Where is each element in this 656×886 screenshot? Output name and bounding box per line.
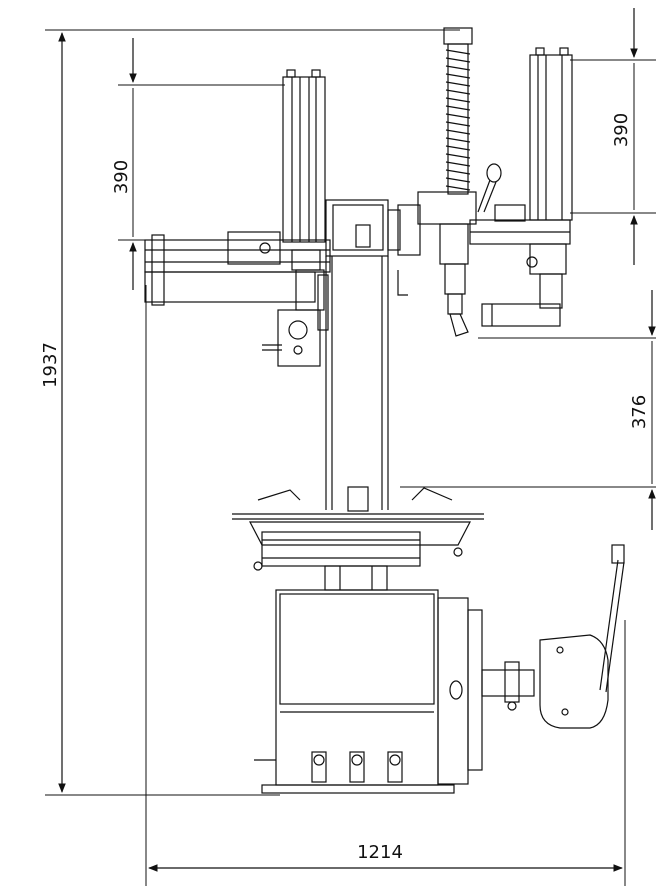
lock-lever — [477, 163, 502, 213]
machine-outline — [144, 27, 625, 794]
dimension-overall-width: 1214 — [145, 285, 626, 886]
overall-width-label: 1214 — [357, 842, 403, 863]
right-press-tool — [481, 243, 567, 327]
left-horizontal-arm — [144, 231, 331, 311]
mount-head — [387, 191, 477, 337]
right-assist-cylinder — [529, 47, 573, 221]
right-horizontal-arm — [469, 204, 571, 245]
right-arm-travel-label: 390 — [611, 113, 632, 147]
dimension-overall-height: 1937 — [40, 29, 460, 796]
tool-clearance-label: 376 — [629, 395, 650, 429]
left-press-tool — [262, 274, 329, 367]
turntable — [232, 486, 484, 571]
foot-pedals — [311, 751, 403, 783]
overall-height-label: 1937 — [40, 342, 61, 388]
turntable-base — [324, 565, 388, 591]
dimension-left-arm-travel: 390 — [111, 38, 285, 290]
left-assist-cylinder — [282, 69, 326, 243]
helper-spring — [443, 27, 473, 195]
dimension-right-arm-travel: 390 — [570, 8, 656, 265]
main-cabinet — [254, 589, 483, 794]
dimension-tool-clearance: 376 — [400, 290, 656, 530]
left-arm-travel-label: 390 — [111, 160, 132, 194]
central-column — [325, 199, 408, 510]
inflation-unit — [481, 544, 625, 729]
